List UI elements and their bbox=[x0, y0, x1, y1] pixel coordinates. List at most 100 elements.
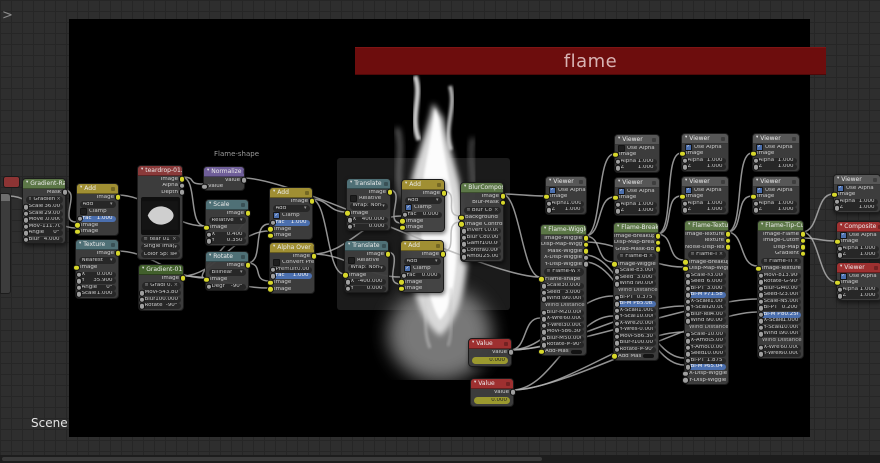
node-socket[interactable] bbox=[757, 330, 764, 338]
node-header[interactable]: ▾Flame-Wiggle-01 bbox=[541, 225, 586, 235]
unlink-icon[interactable]: × bbox=[576, 269, 581, 275]
node-socket[interactable] bbox=[834, 279, 841, 286]
node-header[interactable]: ▾Translate bbox=[347, 179, 390, 189]
node-socket[interactable] bbox=[22, 236, 29, 243]
node-socket[interactable] bbox=[836, 292, 843, 300]
node-socket[interactable] bbox=[582, 261, 589, 268]
collapse-triangle-icon[interactable]: ▾ bbox=[207, 168, 210, 174]
node-socket[interactable] bbox=[757, 304, 764, 312]
datablock-selector[interactable]: ≡Flame-Tip× bbox=[760, 257, 801, 265]
node-socket[interactable] bbox=[752, 163, 759, 171]
node-socket[interactable] bbox=[308, 198, 315, 205]
node-socket[interactable] bbox=[458, 221, 465, 228]
node-socket[interactable] bbox=[757, 324, 764, 331]
node-header[interactable]: ▾Flame-Tip-Cutoff bbox=[758, 221, 803, 231]
node-socket[interactable] bbox=[836, 251, 843, 259]
node-socket[interactable] bbox=[757, 285, 764, 292]
node-socket[interactable] bbox=[22, 229, 29, 237]
node-socket[interactable] bbox=[344, 285, 351, 292]
collapse-triangle-icon[interactable]: ▾ bbox=[141, 167, 144, 173]
field-X[interactable]: X-400.000 bbox=[344, 278, 386, 286]
node-socket[interactable] bbox=[681, 157, 688, 164]
node-header[interactable]: ▾Add bbox=[77, 184, 118, 194]
region-expand-chevron-icon[interactable]: > bbox=[2, 8, 13, 23]
node-socket[interactable] bbox=[138, 302, 145, 310]
checkbox-icon[interactable] bbox=[350, 195, 357, 203]
collapse-triangle-icon[interactable]: ▾ bbox=[618, 179, 621, 185]
node-socket[interactable] bbox=[757, 317, 764, 325]
field-Blur-Gra[interactable]: Blur-Gra40.000 bbox=[757, 285, 801, 292]
collapse-triangle-icon[interactable]: ▾ bbox=[273, 189, 276, 195]
node-socket[interactable] bbox=[178, 189, 185, 196]
node-socket[interactable] bbox=[75, 284, 82, 291]
collapse-triangle-icon[interactable]: ▾ bbox=[209, 253, 212, 259]
checkbox-Use Alpha[interactable]: Use Alpha bbox=[615, 144, 659, 152]
node-socket[interactable] bbox=[681, 200, 688, 207]
node-header[interactable]: ▾Viewer bbox=[682, 177, 728, 187]
unlink-icon[interactable]: × bbox=[172, 236, 177, 242]
field-Move[interactable]: Move-813.900 bbox=[757, 272, 801, 279]
node-socket[interactable] bbox=[310, 253, 317, 260]
node-socket[interactable] bbox=[439, 251, 446, 258]
node-socket[interactable] bbox=[750, 150, 757, 157]
field-Move[interactable]: Move-586.300 bbox=[540, 328, 584, 336]
node-blur-composite[interactable]: ▾BlurCompositeImageBlur-Mask≡Blur Com×Ba… bbox=[458, 182, 506, 262]
node-socket[interactable] bbox=[342, 272, 349, 279]
datablock-selector[interactable]: ≡Gradi 01× bbox=[141, 282, 181, 290]
field-Invert Contr[interactable]: Invert Contr0.000 bbox=[460, 227, 501, 235]
dropdown-Relative[interactable]: Relative▾ bbox=[208, 217, 246, 224]
field-Blur-Textu[interactable]: Blur-Textu4.000 bbox=[684, 311, 726, 318]
node-header[interactable]: ▾Rotate bbox=[206, 252, 248, 262]
color-swatch[interactable] bbox=[643, 354, 654, 359]
collapse-triangle-icon[interactable]: ▾ bbox=[404, 242, 407, 248]
checkbox-Use Alpha[interactable]: ✓Use Alpha bbox=[840, 231, 877, 239]
checkbox-Clamp[interactable]: ✓Clamp bbox=[273, 212, 300, 220]
datablock-selector[interactable]: ≡Flame-Br× bbox=[616, 253, 656, 261]
node-socket[interactable] bbox=[540, 341, 547, 349]
unlink-icon[interactable]: × bbox=[793, 258, 798, 264]
checkbox-icon[interactable]: ✓ bbox=[840, 272, 847, 280]
node-socket[interactable] bbox=[757, 278, 764, 286]
collapse-triangle-icon[interactable]: ▾ bbox=[348, 242, 351, 248]
dropdown-Add[interactable]: Add▾ bbox=[79, 201, 116, 208]
node-teardrop-image[interactable]: ▾teardrop-01.pngImageAlphaDepth≡tear 01×… bbox=[137, 165, 185, 260]
dropdown-Wrap: None[interactable]: Wrap: None▾ bbox=[349, 202, 388, 210]
node-socket[interactable] bbox=[75, 290, 82, 298]
checkbox-icon[interactable]: ✓ bbox=[405, 204, 412, 212]
field-Y-Amount[interactable]: Y-Amount0.000 bbox=[684, 344, 726, 351]
field-Gamma[interactable]: Gamma100.000 bbox=[460, 240, 501, 248]
checkbox-Use Alpha[interactable]: ✓Use Alpha bbox=[756, 143, 793, 151]
node-socket[interactable] bbox=[654, 246, 661, 253]
node-header[interactable]: ▾Gradient-01 bbox=[139, 265, 183, 275]
node-socket[interactable] bbox=[614, 207, 621, 215]
field-Scale-D[interactable]: Scale-D10.000 bbox=[684, 331, 726, 338]
field-Move[interactable]: Move-111.700 bbox=[22, 223, 63, 230]
